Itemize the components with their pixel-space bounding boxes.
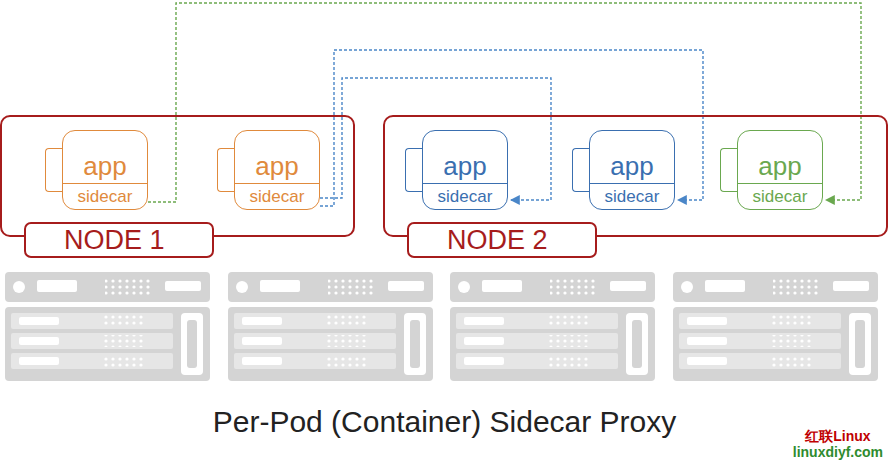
app-label: app	[423, 151, 507, 181]
sidecar-label: sidecar	[63, 183, 147, 207]
connector	[320, 50, 703, 206]
pod-box: appsidecar	[737, 130, 823, 210]
pod-box: appsidecar	[589, 130, 675, 210]
sidecar-label: sidecar	[738, 183, 822, 207]
sidecar-label: sidecar	[235, 183, 319, 207]
node-box: NODE 1appsidecarappsidecar	[0, 115, 355, 237]
node-label: NODE 1	[24, 222, 214, 258]
app-label: app	[235, 151, 319, 181]
sidecar-label: sidecar	[590, 183, 674, 207]
watermark-text: 红联Linux	[793, 428, 883, 444]
app-label: app	[590, 151, 674, 181]
node-label: NODE 2	[407, 222, 597, 258]
app-label: app	[738, 151, 822, 181]
pod-box: appsidecar	[422, 130, 508, 210]
pod-box: appsidecar	[62, 130, 148, 210]
caption: Per-Pod (Container) Sidecar Proxy	[0, 405, 889, 439]
node-box: NODE 2appsidecarappsidecarappsidecar	[383, 115, 888, 237]
pod-box: appsidecar	[234, 130, 320, 210]
watermark-text: linuxdiyf.com	[793, 444, 883, 460]
watermark: 红联Linuxlinuxdiyf.com	[793, 428, 883, 460]
sidecar-label: sidecar	[423, 183, 507, 207]
app-label: app	[63, 151, 147, 181]
